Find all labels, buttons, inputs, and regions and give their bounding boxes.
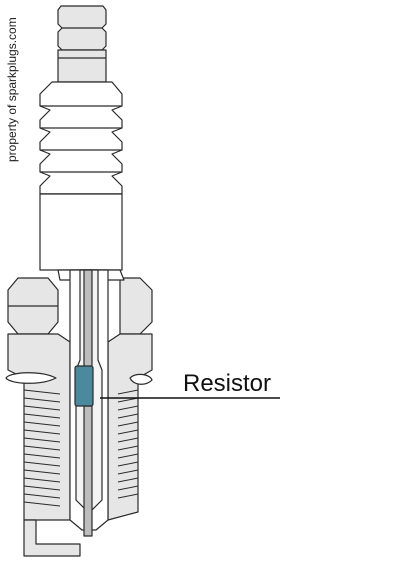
shell-right: [107, 333, 153, 521]
gasket: [5, 372, 153, 385]
resistor-label: Resistor: [183, 370, 272, 397]
terminal-nut: [57, 5, 107, 83]
watermark-text: property of sparkplugs.com: [5, 17, 19, 163]
insulator-ribs: [39, 81, 123, 195]
shell-left: [7, 333, 71, 521]
ground-electrode: [23, 519, 81, 557]
thread: [23, 389, 139, 507]
resistor-element: [74, 365, 94, 407]
insulator-body: [39, 193, 123, 271]
